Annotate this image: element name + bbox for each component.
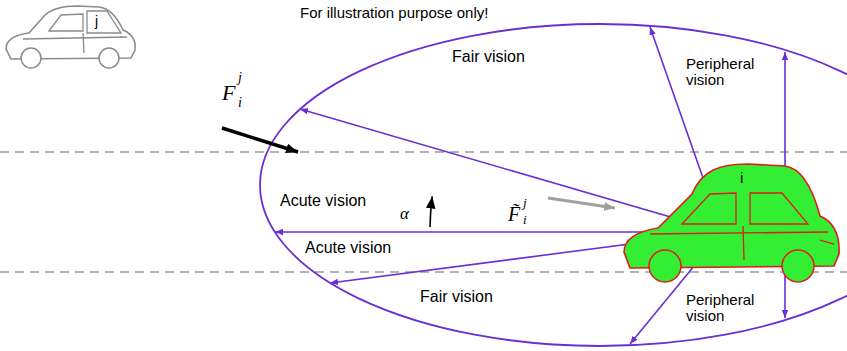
car-wheel	[782, 250, 814, 282]
vision-ellipse	[260, 24, 847, 346]
car-detail	[743, 226, 744, 260]
projected-force-arrow	[548, 198, 615, 208]
note: For illustration purpose only!	[300, 4, 488, 21]
car-wheel	[21, 48, 41, 68]
zone-label: Peripheral vision	[686, 56, 766, 88]
car-detail	[820, 240, 834, 244]
force-symbol: F	[222, 80, 235, 105]
angle-symbol: α	[400, 204, 409, 224]
vision-ray	[300, 109, 722, 232]
zone-label: Fair vision	[452, 48, 525, 66]
car-detail	[23, 37, 127, 39]
zone-label: Peripheral vision	[686, 292, 766, 324]
car-detail	[650, 232, 828, 234]
force-subscript: i	[523, 213, 527, 228]
car-outline	[3, 3, 138, 71]
car-label: i	[740, 169, 743, 186]
car-outline	[620, 160, 843, 286]
car-detail	[87, 11, 121, 33]
force-subscript: i	[238, 95, 242, 111]
zone-label: Acute vision	[305, 239, 391, 257]
car-detail	[49, 14, 83, 31]
car-detail	[83, 33, 84, 53]
force-arrow	[222, 128, 298, 152]
car-detail	[750, 193, 808, 224]
car-i: i	[620, 160, 843, 286]
car-label: j	[95, 13, 98, 29]
car-detail	[682, 193, 736, 224]
angle-arc	[430, 196, 432, 227]
lane-line	[0, 151, 847, 153]
car-j: j	[3, 3, 138, 71]
car-wheel	[649, 250, 681, 282]
force-symbol: F̃	[508, 203, 520, 226]
force-superscript: j	[238, 70, 242, 86]
zone-label: Acute vision	[280, 192, 366, 210]
force-superscript: j	[523, 196, 527, 211]
zone-label: Fair vision	[420, 288, 493, 306]
car-wheel	[99, 48, 119, 68]
